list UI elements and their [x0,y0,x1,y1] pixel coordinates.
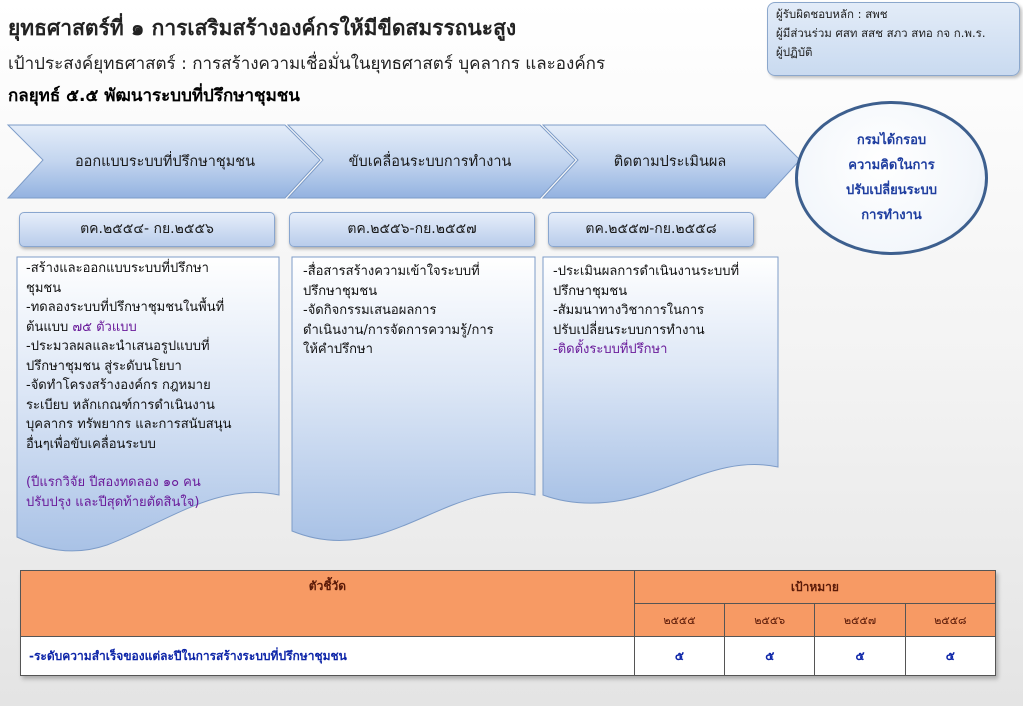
detail-line: -ทดลองระบบที่ปรึกษาชุมชนในพื้นที่ [26,298,232,318]
detail-line: ปรึกษาชุมชน สู่ระดับนโยบา [26,357,232,377]
detail-line: อื่นๆเพื่อขับเคลื่อนระบบ [26,435,232,455]
detail-text: ปรึกษาชุมชน [553,283,628,299]
period-badge-2: ตค.๒๕๕๖-กย.๒๕๕๗ [289,212,535,247]
outcome-line: กรมได้กรอบ [856,133,927,148]
indicator-cell: -ระดับความสำเร็จของแต่ละปีในการสร้างระบบ… [20,636,635,676]
year-header: ๒๕๕๕ [633,603,726,637]
detail-text: อื่นๆเพื่อขับเคลื่อนระบบ [26,436,156,452]
detail-text: -ทดลองระบบที่ปรึกษาชุมชนในพื้นที่ [26,300,225,315]
indicator-header: ตัวชี้วัด [20,570,635,637]
outcome-line: ความคิดในการ [848,158,935,173]
phase-arrow-1 [6,124,321,199]
detail-text: ระเบียบ หลักเกณฑ์การดำเนินงาน [26,397,215,413]
detail-text: -สัมมนาทางวิชาการในการ [553,303,705,318]
phase-arrow-2 [286,124,576,199]
document-shape [542,256,779,504]
detail-text: -สื่อสารสร้างความเข้าใจระบบที่ [303,264,480,279]
detail-highlight: ปรับปรุง และปีสุดท้ายตัดสินใจ) [26,494,200,510]
detail-text: ปรับเปลี่ยนระบบการทำงาน [553,322,705,338]
detail-text: ให้คำปรึกษา [303,342,373,357]
period-badge-1: ตค.๒๕๕๔- กย.๒๕๕๖ [19,212,275,247]
year-header: ๒๕๕๗ [814,603,906,637]
table-row: -ระดับความสำเร็จของแต่ละปีในการสร้างระบบ… [20,636,997,676]
phase-arrow-3 [541,124,801,199]
outcome-line: ปรับเปลี่ยนระบบ [845,183,938,198]
phase-arrows [6,124,801,199]
target-value: ๕ [633,636,726,676]
page-title: ยุทธศาสตร์ที่ ๑ การเสริมสร้างองค์กรให้มี… [8,16,517,40]
detail-line: -ติดตั้งระบบที่ปรึกษา [553,340,739,360]
period-badge-3: ตค.๒๕๕๗-กย.๒๕๕๘ [548,212,754,247]
responsible-participants: ผู้มีส่วนร่วม ศสท สสช สภว สทอ กจ ก.พ.ร. [776,26,986,40]
strategy-goal: เป้าประสงค์ยุทธศาสตร์ : การสร้างความเชื่… [8,54,606,74]
target-value: ๕ [904,636,997,676]
detail-text: -จัดกิจกรรมเสนอผลการ [303,303,437,318]
detail-line: -สัมมนาทางวิชาการในการ [553,301,739,321]
detail-line: -จัดกิจกรรมเสนอผลการ [303,301,494,321]
phase-detail-2: -สื่อสารสร้างความเข้าใจระบบที่ปรึกษาชุมช… [291,256,536,542]
detail-text: ชุมชน [26,280,62,296]
responsible-main: ผู้รับผิดชอบหลัก : สพช [776,7,888,21]
detail-line: ให้คำปรึกษา [303,340,494,360]
detail-line: -ประมวลผลและนำเสนอรูปแบบที่ [26,337,232,357]
detail-highlight: -ติดตั้งระบบที่ปรึกษา [553,342,668,357]
strategy-name: กลยุทธ์ ๕.๕ พัฒนาระบบที่ปรึกษาชุมชน [8,86,300,106]
detail-text: ปรึกษาชุมชน [303,283,378,299]
phase-label-1: ออกแบบระบบที่ปรึกษาชุมชน [74,154,256,170]
detail-text: -ประมวลผลและนำเสนอรูปแบบที่ [26,339,210,354]
detail-line: -ประเมินผลการดำเนินงานระบบที่ [553,262,739,282]
phase-label-2: ขับเคลื่อนระบบการทำงาน [348,154,512,170]
target-header: เป้าหมาย [633,570,997,604]
detail-line: -สร้างและออกแบบระบบที่ปรึกษา [26,259,232,279]
document-shape [16,256,280,552]
target-value: ๕ [724,636,816,676]
detail-line: ดำเนินงาน/การจัดการความรู้/การ [303,321,494,341]
detail-line: ปรึกษาชุมชน [553,282,739,302]
year-header: ๒๕๕๖ [724,603,816,637]
detail-text: -จัดทำโครงสร้างองค์กร กฎหมาย [26,378,211,393]
detail-line: ต้นแบบ ๗๕ ตัวแบบ [26,318,232,338]
detail-text: ปรึกษาชุมชน สู่ระดับนโยบา [26,358,182,374]
detail-line: ปรับเปลี่ยนระบบการทำงาน [553,321,739,341]
detail-line: ชุมชน [26,279,232,299]
detail-line: -สื่อสารสร้างความเข้าใจระบบที่ [303,262,494,282]
responsible-implementer: ผู้ปฏิบัติ [776,45,813,59]
detail-line: ปรับปรุง และปีสุดท้ายตัดสินใจ) [26,493,232,513]
detail-line [26,454,232,473]
outcome-line: การทำงาน [861,208,922,223]
detail-text: -สร้างและออกแบบระบบที่ปรึกษา [26,261,209,276]
detail-line: -จัดทำโครงสร้างองค์กร กฎหมาย [26,376,232,396]
detail-text: -ประเมินผลการดำเนินงานระบบที่ [553,264,740,279]
indicator-table: ตัวชี้วัด เป้าหมาย ๒๕๕๕ ๒๕๕๖ ๒๕๕๗ ๒๕๕๘ -… [20,570,997,676]
detail-line: บุคลากร ทรัพยากร และการสนับสนุน [26,415,232,435]
year-header: ๒๕๕๘ [904,603,997,637]
document-shape [291,256,536,542]
phase-detail-3: -ประเมินผลการดำเนินงานระบบที่ปรึกษาชุมชน… [542,256,779,507]
outcome-oval: กรมได้กรอบ ความคิดในการ ปรับเปลี่ยนระบบ … [795,101,988,255]
detail-line: ระเบียบ หลักเกณฑ์การดำเนินงาน [26,396,232,416]
detail-text: บุคลากร ทรัพยากร และการสนับสนุน [26,417,232,432]
detail-text: ต้นแบบ [26,319,73,335]
detail-highlight: ๗๕ ตัวแบบ [72,319,137,335]
phase-detail-1: -สร้างและออกแบบระบบที่ปรึกษาชุมชน -ทดลองร… [16,256,280,553]
detail-highlight: (ปีแรกวิจัย ปีสองทดลอง ๑๐ คน [26,475,201,490]
target-value: ๕ [814,636,906,676]
detail-line: ปรึกษาชุมชน [303,282,494,302]
detail-text: ดำเนินงาน/การจัดการความรู้/การ [303,322,494,338]
responsible-box: ผู้รับผิดชอบหลัก : สพช ผู้มีส่วนร่วม ศสท… [767,2,1020,76]
detail-line: (ปีแรกวิจัย ปีสองทดลอง ๑๐ คน [26,473,232,493]
phase-label-3: ติดตามประเมินผล [613,154,727,170]
